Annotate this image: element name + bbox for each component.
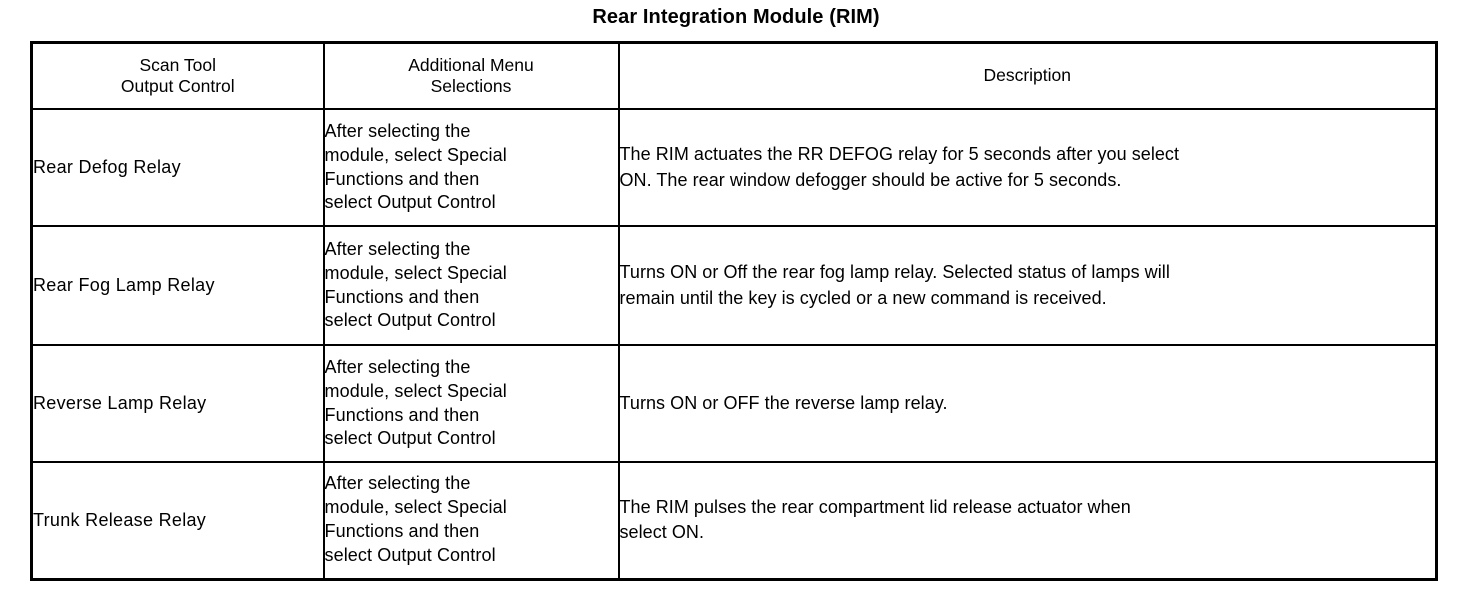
- menu-line-2: module, select Special: [324, 144, 507, 165]
- table-row: Rear Fog Lamp Relay After selecting the …: [30, 225, 1438, 346]
- table-row: Rear Defog Relay After selecting the mod…: [30, 108, 1438, 227]
- description-line-2: ON. The rear window defogger should be a…: [619, 169, 1122, 190]
- description-line-1: Turns ON or OFF the reverse lamp relay.: [619, 392, 948, 413]
- menu-line-1: After selecting the: [324, 238, 471, 259]
- cell-description: The RIM pulses the rear compartment lid …: [617, 461, 1438, 580]
- menu-line-2: module, select Special: [324, 497, 507, 518]
- column-header-description: Description: [617, 41, 1438, 110]
- menu-line-3: Functions and then: [324, 286, 480, 307]
- menu-line-3: Functions and then: [324, 168, 480, 189]
- rim-output-control-table-container: Scan Tool Output Control Additional Menu…: [30, 41, 1438, 581]
- cell-scan-tool-output-control: Trunk Release Relay: [30, 461, 325, 580]
- description-line-1: The RIM pulses the rear compartment lid …: [619, 496, 1131, 517]
- cell-additional-menu-selections: After selecting the module, select Speci…: [322, 108, 620, 227]
- column-header-line-2: Output Control: [120, 76, 235, 96]
- cell-additional-menu-selections: After selecting the module, select Speci…: [322, 225, 620, 346]
- table-row: Reverse Lamp Relay After selecting the m…: [30, 344, 1438, 463]
- cell-description: Turns ON or OFF the reverse lamp relay.: [617, 344, 1438, 463]
- table-header-row: Scan Tool Output Control Additional Menu…: [30, 41, 1438, 110]
- column-header-line-2: Selections: [430, 76, 512, 96]
- menu-line-1: After selecting the: [324, 473, 471, 494]
- menu-line-4: select Output Control: [324, 310, 496, 331]
- rim-output-control-table: Scan Tool Output Control Additional Menu…: [30, 41, 1438, 581]
- cell-additional-menu-selections: After selecting the module, select Speci…: [322, 461, 620, 580]
- column-header-line-1: Scan Tool: [139, 54, 217, 75]
- menu-line-4: select Output Control: [324, 428, 496, 449]
- description-line-1: Turns ON or Off the rear fog lamp relay.…: [619, 261, 1170, 282]
- menu-line-1: After selecting the: [324, 120, 471, 141]
- menu-line-4: select Output Control: [324, 192, 496, 213]
- cell-description: The RIM actuates the RR DEFOG relay for …: [617, 108, 1438, 227]
- description-line-1: The RIM actuates the RR DEFOG relay for …: [619, 143, 1180, 164]
- menu-line-3: Functions and then: [324, 404, 480, 425]
- menu-line-3: Functions and then: [324, 521, 480, 542]
- menu-line-2: module, select Special: [324, 262, 507, 283]
- column-header-additional-menu-selections: Additional Menu Selections: [322, 41, 620, 110]
- cell-scan-tool-output-control: Reverse Lamp Relay: [30, 344, 325, 463]
- cell-scan-tool-output-control: Rear Fog Lamp Relay: [30, 225, 325, 346]
- menu-line-1: After selecting the: [324, 356, 471, 377]
- column-header-line-1: Additional Menu: [408, 54, 534, 75]
- cell-scan-tool-output-control: Rear Defog Relay: [30, 108, 325, 227]
- cell-additional-menu-selections: After selecting the module, select Speci…: [322, 344, 620, 463]
- menu-line-2: module, select Special: [324, 380, 507, 401]
- page-title: Rear Integration Module (RIM): [592, 6, 880, 28]
- column-header-scan-tool-output-control: Scan Tool Output Control: [30, 41, 325, 110]
- description-line-2: select ON.: [619, 522, 705, 543]
- menu-line-4: select Output Control: [324, 545, 496, 566]
- cell-description: Turns ON or Off the rear fog lamp relay.…: [617, 225, 1438, 346]
- table-header: Scan Tool Output Control Additional Menu…: [30, 41, 1438, 110]
- table-row: Trunk Release Relay After selecting the …: [30, 461, 1438, 580]
- table-body: Rear Defog Relay After selecting the mod…: [30, 108, 1438, 580]
- description-line-2: remain until the key is cycled or a new …: [619, 287, 1107, 308]
